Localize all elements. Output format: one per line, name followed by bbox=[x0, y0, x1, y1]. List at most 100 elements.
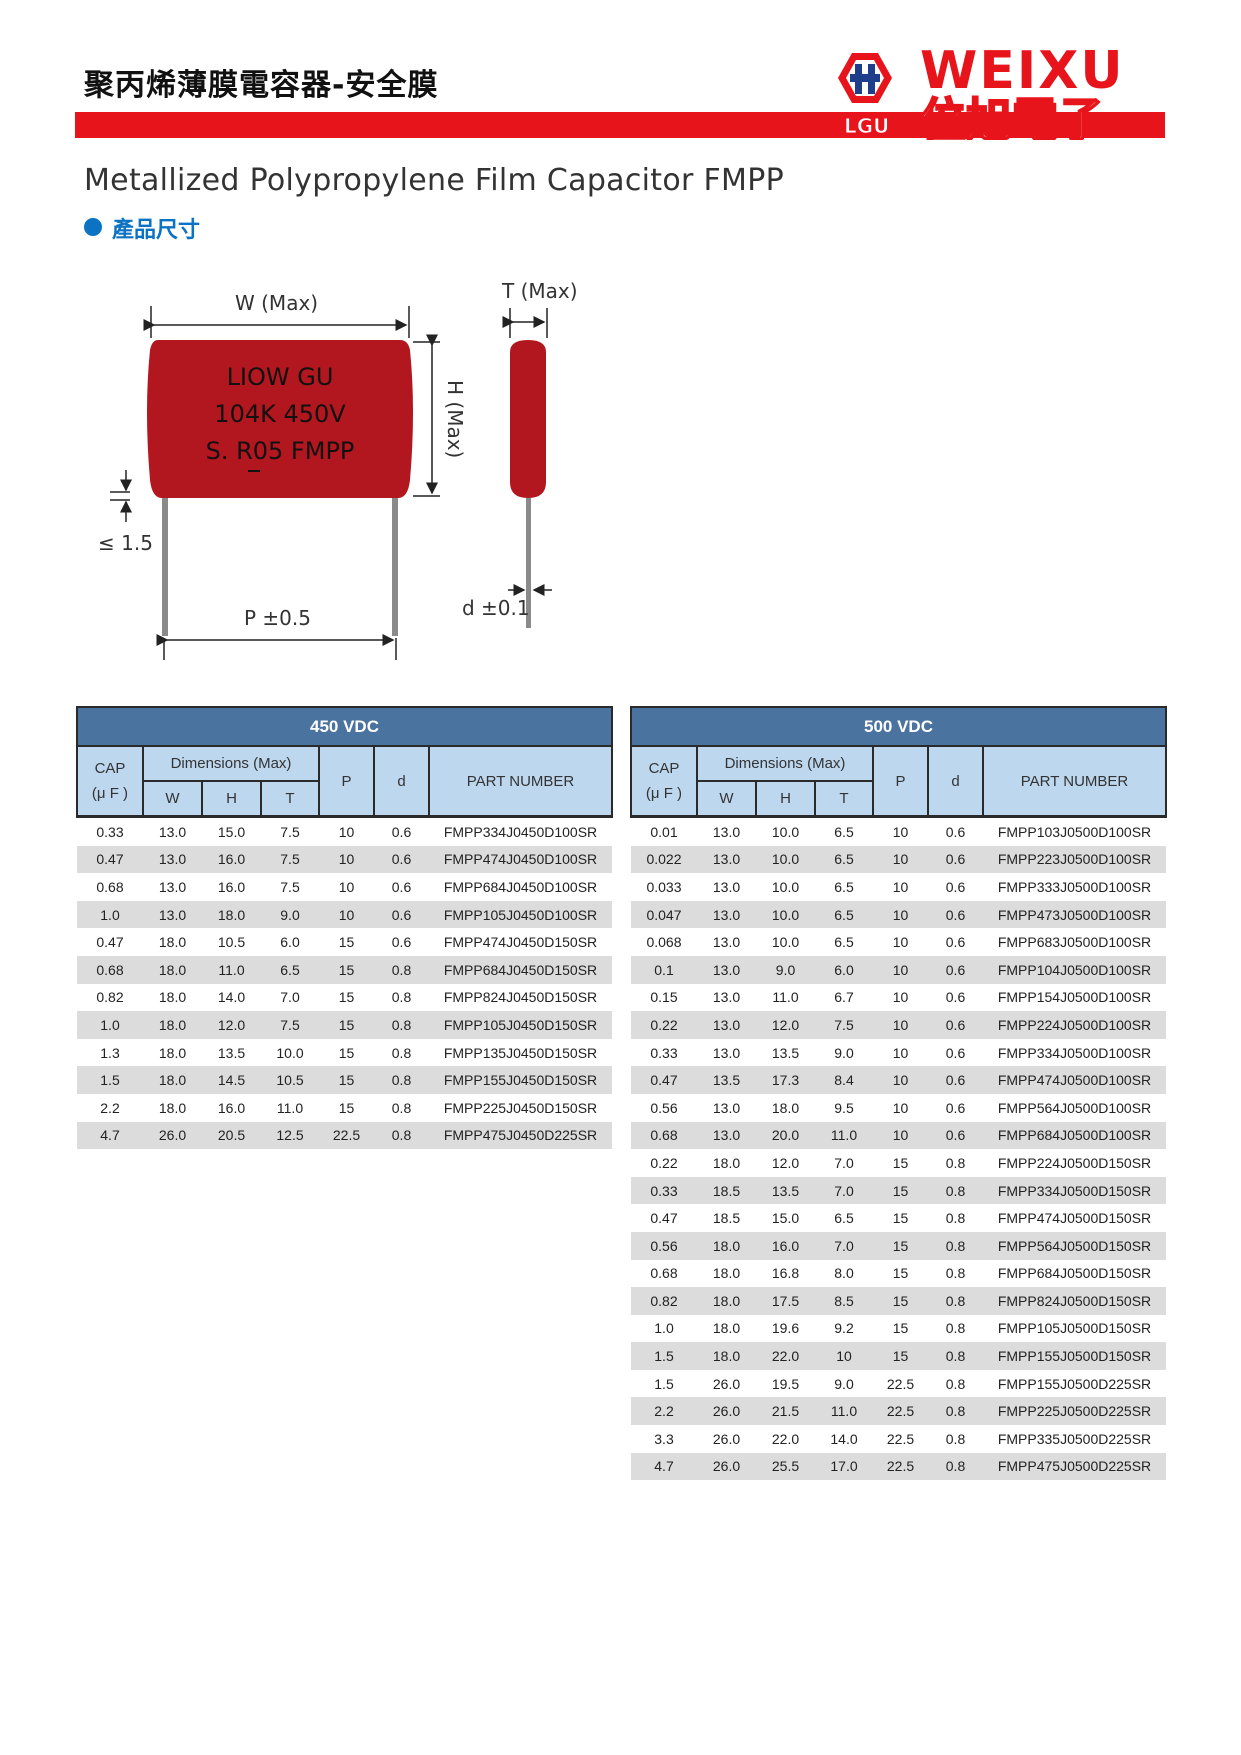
table-500-title: 500 VDC bbox=[630, 706, 1167, 747]
p-cell: 10 bbox=[892, 1044, 909, 1061]
w-cell: 26.0 bbox=[143, 1121, 202, 1150]
dimensions-header: Dimensions (Max) bbox=[142, 745, 320, 781]
h-cell: 16.0 bbox=[202, 845, 261, 874]
d-cell: 0.6 bbox=[945, 823, 966, 840]
h-cell: 14.5 bbox=[202, 1066, 261, 1094]
d-cell: 0.8 bbox=[928, 1452, 983, 1481]
w-header: W bbox=[142, 780, 203, 818]
d-cell: 0.6 bbox=[928, 1066, 983, 1094]
p-cell: 10 bbox=[873, 1066, 928, 1094]
part-number-cell: FMPP225J0450D150SR bbox=[443, 1099, 598, 1116]
t-cell: 9.0 bbox=[261, 900, 319, 929]
p-cell: 10 bbox=[338, 823, 355, 840]
h-cell: 14.0 bbox=[217, 989, 246, 1006]
cap-cell: 0.15 bbox=[650, 989, 678, 1006]
h-header: H bbox=[755, 780, 816, 818]
p-cell: 10 bbox=[892, 1099, 909, 1116]
h-cell: 10.0 bbox=[771, 934, 800, 951]
w-cell: 13.0 bbox=[712, 989, 741, 1006]
w-cell: 18.0 bbox=[712, 1265, 741, 1282]
part-number-cell: FMPP334J0500D100SR bbox=[997, 1044, 1152, 1061]
part-number-cell: FMPP824J0450D150SR bbox=[443, 989, 598, 1006]
d-cell: 0.6 bbox=[928, 1121, 983, 1150]
d-cell: 0.8 bbox=[374, 1066, 429, 1094]
p-cell: 15 bbox=[873, 1287, 928, 1315]
part-number-cell: FMPP564J0500D150SR bbox=[983, 1231, 1166, 1260]
p-cell: 10 bbox=[338, 878, 355, 895]
h-cell: 12.0 bbox=[771, 1154, 800, 1171]
h-cell: 12.0 bbox=[202, 1011, 261, 1039]
table-450vdc: 450 VDC CAP (μ F ) Dimensions (Max) P d … bbox=[76, 706, 613, 1150]
t-cell: 6.5 bbox=[815, 845, 873, 874]
d-cell: 0.8 bbox=[391, 1044, 412, 1061]
d-cell: 0.8 bbox=[391, 989, 412, 1006]
part-number-cell: FMPP155J0500D225SR bbox=[997, 1375, 1152, 1392]
h-cell: 22.0 bbox=[756, 1342, 815, 1370]
w-header: W bbox=[696, 780, 757, 818]
p-header: P bbox=[318, 745, 375, 818]
logo-mark-text: LGU bbox=[844, 114, 889, 138]
cap-cell: 0.47 bbox=[631, 1066, 697, 1094]
cap-header-label: CAP bbox=[94, 760, 126, 777]
cap-cell: 4.7 bbox=[631, 1452, 697, 1481]
h-cell: 10.0 bbox=[771, 823, 800, 840]
p-cell: 10 bbox=[873, 1011, 928, 1039]
h-cell: 11.0 bbox=[202, 955, 261, 984]
p-cell: 22.5 bbox=[886, 1375, 915, 1392]
part-number-cell: FMPP474J0500D150SR bbox=[997, 1210, 1152, 1227]
part-number-cell: FMPP335J0500D225SR bbox=[997, 1430, 1152, 1447]
w-cell: 13.0 bbox=[712, 934, 741, 951]
p-cell: 22.5 bbox=[873, 1452, 928, 1481]
d-cell: 0.6 bbox=[374, 900, 429, 929]
w-cell: 18.0 bbox=[697, 1287, 756, 1315]
w-cell: 26.0 bbox=[697, 1452, 756, 1481]
cap-cell: 1.5 bbox=[631, 1342, 697, 1370]
t-cell: 6.5 bbox=[834, 1210, 854, 1227]
h-cell: 13.5 bbox=[756, 1176, 815, 1205]
w-cell: 13.0 bbox=[697, 955, 756, 984]
h-cell: 19.5 bbox=[771, 1375, 800, 1392]
cap-cell: 0.33 bbox=[650, 1044, 678, 1061]
logo-chinese-text: 位旭電子 bbox=[920, 93, 1104, 140]
p-cell: 15 bbox=[338, 934, 355, 951]
p-cell: 10 bbox=[873, 955, 928, 984]
cap-cell: 0.68 bbox=[96, 878, 124, 895]
d-cell: 0.6 bbox=[928, 1011, 983, 1039]
h-cell: 10.0 bbox=[756, 900, 815, 929]
w-cell: 18.0 bbox=[158, 1099, 187, 1116]
t-cell: 6.5 bbox=[815, 900, 873, 929]
capacitor-side-body bbox=[510, 340, 546, 498]
w-cell: 26.0 bbox=[712, 1430, 741, 1447]
part-number-cell: FMPP684J0500D100SR bbox=[983, 1121, 1166, 1150]
part-number-cell: FMPP475J0450D225SR bbox=[429, 1121, 612, 1150]
d-header: d bbox=[373, 745, 430, 818]
w-cell: 18.0 bbox=[697, 1231, 756, 1260]
part-number-cell: FMPP474J0450D100SR bbox=[429, 845, 612, 874]
cap-cell: 0.068 bbox=[646, 934, 682, 951]
part-number-cell: FMPP475J0500D225SR bbox=[983, 1452, 1166, 1481]
w-cell: 13.0 bbox=[712, 823, 741, 840]
cap-cell: 0.022 bbox=[631, 845, 697, 874]
h-cell: 11.0 bbox=[772, 989, 799, 1006]
part-number-cell: FMPP684J0450D100SR bbox=[443, 878, 598, 895]
cap-cell: 0.68 bbox=[631, 1121, 697, 1150]
t-cell: 6.5 bbox=[834, 823, 854, 840]
h-cell: 21.5 bbox=[756, 1397, 815, 1426]
h-cell: 10.0 bbox=[756, 845, 815, 874]
d-cell: 0.8 bbox=[928, 1397, 983, 1426]
w-cell: 18.0 bbox=[158, 1044, 187, 1061]
cap-cell: 0.82 bbox=[96, 989, 124, 1006]
cap-cell: 0.22 bbox=[650, 1154, 678, 1171]
part-number-cell: FMPP474J0500D100SR bbox=[983, 1066, 1166, 1094]
t-cell: 7.0 bbox=[815, 1231, 873, 1260]
w-cell: 18.0 bbox=[158, 934, 187, 951]
